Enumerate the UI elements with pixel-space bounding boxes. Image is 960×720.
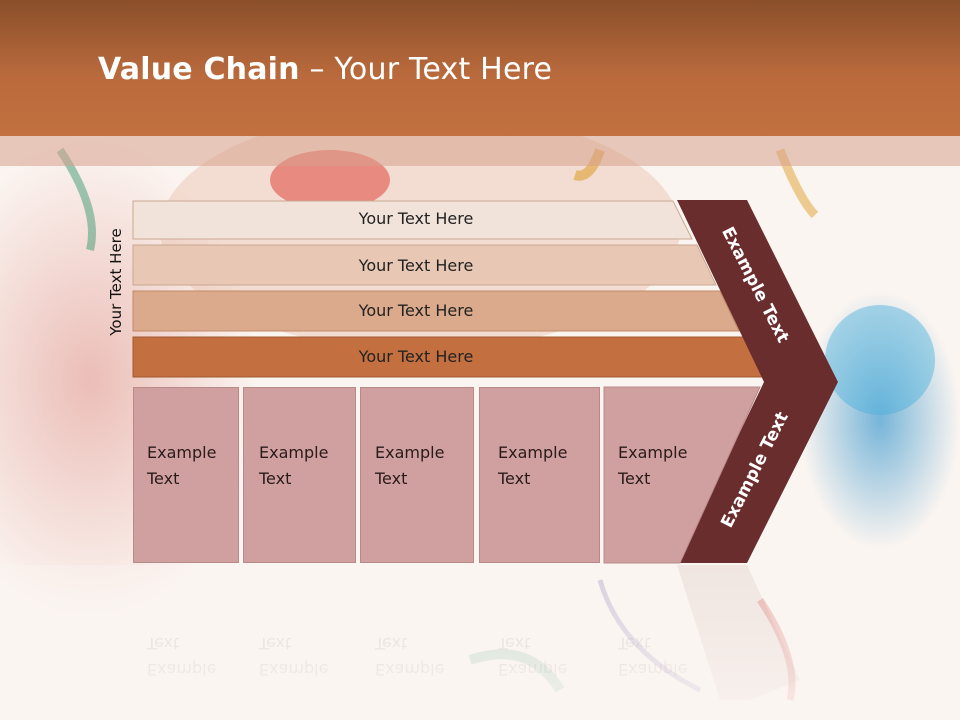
- box-4-line-2: Text: [498, 469, 531, 488]
- box-1-line-1: Example: [147, 443, 217, 462]
- support-bar-2-label: Your Text Here: [358, 256, 474, 275]
- title-bar: [0, 0, 960, 136]
- support-bar-3[interactable]: [132, 290, 740, 332]
- primary-box-5-arrow-edge: [603, 386, 761, 564]
- support-bar-1[interactable]: [132, 200, 693, 240]
- primary-box-1[interactable]: [133, 387, 239, 563]
- support-bar-2[interactable]: [132, 244, 717, 286]
- header-divider-strip: [0, 136, 960, 166]
- slide-title: Value Chain – Your Text Here: [98, 52, 552, 87]
- box-1-line-2: Text: [147, 469, 180, 488]
- title-bold: Value Chain: [98, 52, 300, 87]
- box-4-line-1: Example: [498, 443, 568, 462]
- support-bar-4-label: Your Text Here: [358, 347, 474, 366]
- reflection-fade-overlay: [0, 565, 960, 720]
- margin-arrow[interactable]: [677, 200, 838, 563]
- box-5-line-1: Example: [618, 443, 688, 462]
- primary-box-3[interactable]: [360, 387, 474, 563]
- title-rest: – Your Text Here: [299, 52, 553, 87]
- support-bar-1-label: Your Text Here: [358, 209, 474, 228]
- box-3-line-1: Example: [375, 443, 445, 462]
- primary-box-4[interactable]: [479, 387, 600, 563]
- support-bar-3-label: Your Text Here: [358, 301, 474, 320]
- side-label: Your Text Here: [107, 228, 125, 336]
- box-2-line-1: Example: [259, 443, 329, 462]
- box-3-line-2: Text: [375, 469, 408, 488]
- primary-box-2[interactable]: [243, 387, 356, 563]
- box-5-line-2: Text: [618, 469, 651, 488]
- box-2-line-2: Text: [259, 469, 292, 488]
